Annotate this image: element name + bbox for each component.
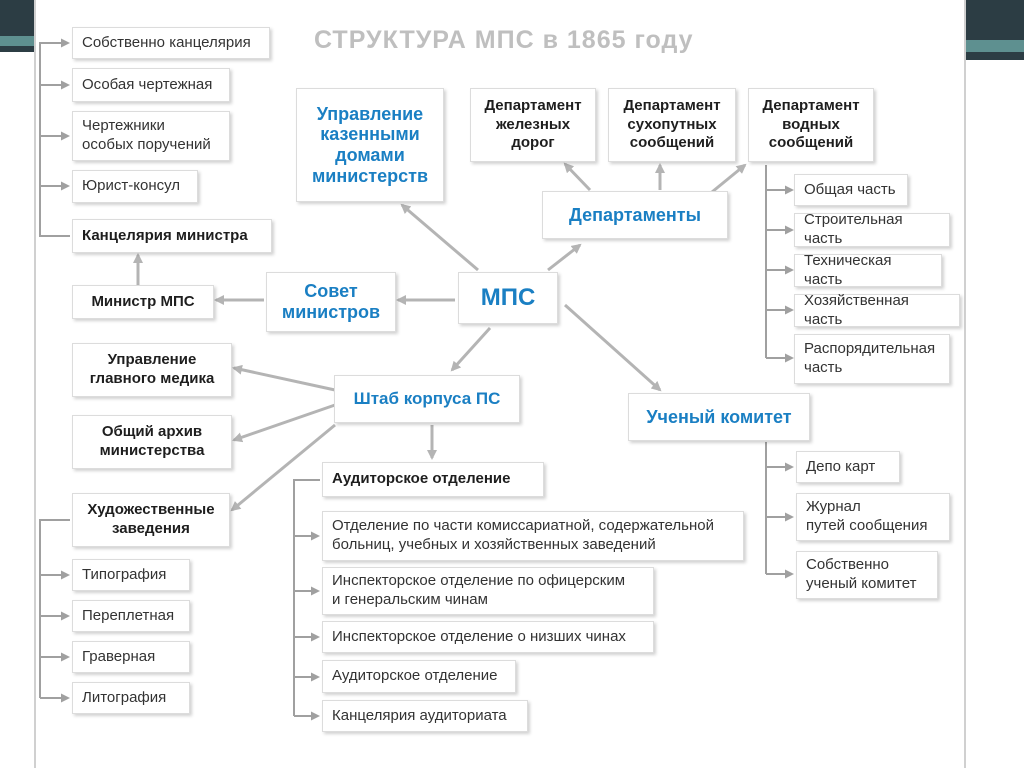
box-audit-chancellery: Канцелярия аудиториата bbox=[322, 700, 528, 732]
frame-right-edge bbox=[964, 0, 966, 768]
box-staff-hub: Штаб корпуса ПС bbox=[334, 375, 520, 423]
box-art-establishments: Художественные заведения bbox=[72, 493, 230, 547]
box-departments-hub: Департаменты bbox=[542, 191, 728, 239]
box-administration-hub: Управление казенными домами министерств bbox=[296, 88, 444, 202]
box-own-chancellery: Собственно канцелярия bbox=[72, 27, 270, 59]
box-audit-commissariat: Отделение по части комиссариатной, содер… bbox=[322, 511, 744, 561]
connector-staff-to-art bbox=[230, 423, 336, 512]
box-dept-land: Департамент сухопутных сообщений bbox=[608, 88, 736, 162]
box-general-archive: Общий архив министерства bbox=[72, 415, 232, 469]
connector-mps-to-staff bbox=[450, 326, 492, 372]
box-water-general: Общая часть bbox=[794, 174, 908, 206]
box-minister-chancellery: Канцелярия министра bbox=[72, 219, 272, 253]
box-dept-railways: Департамент железных дорог bbox=[470, 88, 596, 162]
connector-departments-to-rail bbox=[563, 162, 592, 192]
connector-departments-to-water bbox=[711, 163, 747, 194]
box-water-technical: Техническая часть bbox=[794, 252, 942, 288]
bracket-audit bbox=[293, 479, 320, 716]
box-water-economic: Хозяйственная часть bbox=[794, 292, 960, 328]
bracket-left-office bbox=[39, 42, 70, 237]
box-dept-water: Департамент водных сообщений bbox=[748, 88, 874, 162]
box-chief-medic: Управление главного медика bbox=[72, 343, 232, 397]
box-map-depot: Депо карт bbox=[796, 451, 900, 483]
connector-mps-to-departments bbox=[547, 243, 582, 272]
box-committee-hub: Ученый комитет bbox=[628, 393, 810, 441]
frame-left-edge bbox=[34, 0, 36, 768]
box-council-hub: Совет министров bbox=[266, 272, 396, 332]
box-water-construction: Строительная часть bbox=[794, 211, 950, 247]
box-mps-hub: МПС bbox=[458, 272, 558, 324]
box-art-engraving: Граверная bbox=[72, 641, 190, 673]
box-special-draftsmen: Чертежники особых поручений bbox=[72, 111, 230, 161]
box-committee-proper: Собственно ученый комитет bbox=[796, 551, 938, 599]
box-minister-mps: Министр МПС bbox=[72, 285, 214, 319]
frame-corner-right-stripe bbox=[966, 40, 1024, 52]
connector-mps-to-administration bbox=[400, 203, 479, 272]
box-railway-journal: Журнал путей сообщения bbox=[796, 493, 950, 541]
connector-staff-to-medic bbox=[232, 364, 336, 392]
connector-staff-to-archive bbox=[232, 403, 336, 443]
box-water-administrative: Распорядительная часть bbox=[794, 334, 950, 384]
bracket-art bbox=[39, 519, 70, 698]
box-audit-head: Аудиторское отделение bbox=[322, 462, 544, 497]
box-audit-section: Аудиторское отделение bbox=[322, 660, 516, 693]
box-audit-officer-inspection: Инспекторское отделение по офицерским и … bbox=[322, 567, 654, 615]
box-art-lithography: Литография bbox=[72, 682, 190, 714]
diagram-title: СТРУКТУРА МПС в 1865 году bbox=[314, 26, 694, 54]
box-art-binding: Переплетная bbox=[72, 600, 190, 632]
box-art-printing: Типография bbox=[72, 559, 190, 591]
frame-corner-left-stripe bbox=[0, 36, 36, 46]
box-legal-counsel: Юрист-консул bbox=[72, 170, 198, 203]
connector-mps-to-committee bbox=[563, 303, 662, 392]
box-special-drafting: Особая чертежная bbox=[72, 68, 230, 102]
box-audit-lower-ranks: Инспекторское отделение о низших чинах bbox=[322, 621, 654, 653]
